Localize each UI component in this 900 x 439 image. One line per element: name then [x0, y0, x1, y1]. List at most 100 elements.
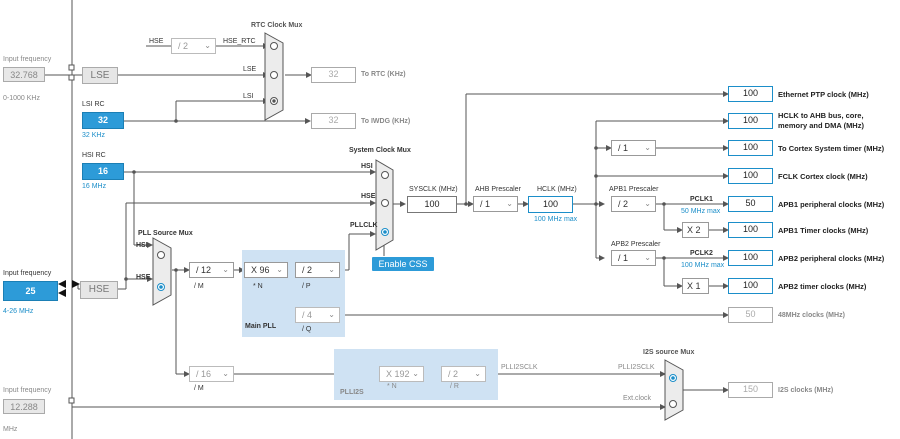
hclk-ahb-label-line2: memory and DMA (MHz)	[778, 121, 864, 130]
lse-frequency-input[interactable]: 32.768	[3, 67, 45, 82]
pll-p-divider[interactable]: / 2 ⌄	[295, 262, 340, 278]
chevron-down-icon: ⌄	[328, 310, 335, 319]
rtc-output-label: To RTC (KHz)	[361, 71, 406, 78]
ext-clock-input[interactable]: 12.288	[3, 399, 45, 414]
hclk-ahb-value[interactable]: 100	[728, 113, 773, 129]
apb2-timer-value[interactable]: 100	[728, 278, 773, 294]
pll-source-mux-title: PLL Source Mux	[138, 230, 193, 237]
apb1-peripheral-value[interactable]: 50	[728, 196, 773, 212]
ethernet-ptp-clock-value[interactable]: 100	[728, 86, 773, 102]
hclk-value-input[interactable]: 100	[528, 196, 573, 213]
lsi-unit: 32 KHz	[82, 132, 105, 139]
pll-n-multiplier[interactable]: X 96 ⌄	[244, 262, 288, 278]
plli2s-n-multiplier[interactable]: X 192⌄	[379, 366, 424, 382]
pll-m-divider[interactable]: / 12 ⌄	[189, 262, 234, 278]
hclk-ahb-label: HCLK to AHB bus, core,	[778, 111, 864, 120]
apb1-timer-label: APB1 Timer clocks (MHz)	[778, 226, 869, 235]
i2s-output-value: 150	[728, 382, 773, 398]
sysmux-hse-label: HSE	[361, 193, 376, 200]
chevron-down-icon: ⌄	[644, 199, 651, 208]
chevron-down-icon: ⌄	[276, 265, 283, 274]
pll-n-value: X 96	[251, 265, 270, 275]
chevron-down-icon: ⌄	[474, 369, 481, 378]
rtc-hse-label: HSE	[149, 38, 164, 45]
chevron-down-icon: ⌄	[328, 265, 335, 274]
apb2-peripheral-label: APB2 peripheral clocks (MHz)	[778, 254, 885, 263]
rtc-hse-divider[interactable]: / 2⌄	[171, 38, 216, 54]
pllsrc-hsi-label: HSI	[136, 242, 148, 249]
lse-source: LSE	[82, 67, 118, 84]
i2s-source-mux-title: I2S source Mux	[643, 349, 695, 356]
main-pll-title: Main PLL	[245, 323, 277, 330]
rtc-output-value: 32	[311, 67, 356, 83]
plli2s-m-value: / 16	[196, 369, 212, 379]
chevron-down-icon: ⌄	[412, 369, 419, 378]
pll-p-label: / P	[302, 283, 311, 290]
chevron-down-icon: ⌄	[222, 369, 229, 378]
apb2-prescaler-label: APB2 Prescaler	[611, 241, 661, 248]
sysclk-value: 100	[407, 196, 457, 213]
apb1-prescaler-value: / 2	[618, 199, 629, 209]
apb2-peripheral-value[interactable]: 100	[728, 250, 773, 266]
pll-p-value: / 2	[302, 265, 313, 275]
hclk-label: HCLK (MHz)	[537, 186, 577, 193]
pclk1-max-label: 50 MHz max	[681, 208, 721, 215]
cortex-timer-divider-value: / 1	[618, 143, 629, 153]
ahb-prescaler-value: / 1	[480, 199, 491, 209]
lsi-rc-label: LSI RC	[82, 101, 105, 108]
pll-m-label: / M	[194, 283, 204, 290]
chevron-down-icon: ⌄	[644, 143, 651, 152]
apb2-timer-multiplier-value: X 1	[687, 281, 701, 291]
cortex-system-timer-value[interactable]: 100	[728, 140, 773, 156]
ahb-prescaler-label: AHB Prescaler	[475, 186, 521, 193]
iwdg-output-label: To IWDG (KHz)	[361, 118, 411, 125]
apb1-prescaler-label: APB1 Prescaler	[609, 186, 659, 193]
ethernet-ptp-clock-label: Ethernet PTP clock (MHz)	[778, 90, 869, 99]
i2s-ext-clock-label: Ext.clock	[623, 395, 652, 402]
hse-frequency-input[interactable]: 25	[3, 281, 58, 301]
pll-q-label: / Q	[302, 326, 312, 333]
fclk-cortex-value[interactable]: 100	[728, 168, 773, 184]
usb-48mhz-value: 50	[728, 307, 773, 323]
rtc-lsi-label: LSI	[243, 93, 254, 100]
pll-q-value: / 4	[302, 310, 313, 320]
cortex-timer-divider[interactable]: / 1 ⌄	[611, 140, 656, 156]
hsi-rc-label: HSI RC	[82, 152, 106, 159]
pll-q-divider[interactable]: / 4 ⌄	[295, 307, 340, 323]
pll-m-value: / 12	[196, 265, 212, 275]
apb2-prescaler-select[interactable]: / 1⌄	[611, 250, 656, 266]
apb2-timer-multiplier: X 1	[682, 278, 709, 294]
plli2s-title: PLLI2S	[340, 389, 364, 396]
plli2s-r-value: / 2	[448, 369, 459, 379]
rtc-hse-divider-value: / 2	[178, 41, 189, 51]
apb2-prescaler-value: / 1	[618, 253, 629, 263]
hse-range-label: 4-26 MHz	[3, 308, 34, 315]
plli2s-r-label: / R	[450, 383, 459, 390]
rtc-hse-rtc-label: HSE_RTC	[223, 38, 256, 45]
lse-input-label: Input frequency	[3, 56, 52, 63]
hse-input-label: Input frequency	[3, 270, 52, 277]
ahb-prescaler-select[interactable]: / 1⌄	[473, 196, 518, 212]
apb1-timer-value[interactable]: 100	[728, 222, 773, 238]
chevron-down-icon: ⌄	[222, 265, 229, 274]
hclk-max-label: 100 MHz max	[534, 216, 578, 223]
lsi-rc-value: 32	[82, 112, 124, 129]
enable-css-button[interactable]: Enable CSS	[372, 257, 434, 271]
pclk2-max-label: 100 MHz max	[681, 262, 725, 269]
apb1-prescaler-select[interactable]: / 2 ⌄	[611, 196, 656, 212]
sysclk-label: SYSCLK (MHz)	[409, 186, 458, 193]
pllsrc-hse-label: HSE	[136, 274, 151, 281]
apb1-timer-multiplier-value: X 2	[687, 225, 701, 235]
sysmux-hsi-label: HSI	[361, 163, 373, 170]
usb-48mhz-label: 48MHz clocks (MHz)	[778, 312, 845, 319]
iwdg-output-value: 32	[311, 113, 356, 129]
rtc-lse-label: LSE	[243, 66, 257, 73]
fclk-cortex-label: FCLK Cortex clock (MHz)	[778, 172, 868, 181]
plli2s-m-divider[interactable]: / 16 ⌄	[189, 366, 234, 382]
plli2s-r-divider[interactable]: / 2 ⌄	[441, 366, 486, 382]
i2s-output-label: I2S clocks (MHz)	[778, 387, 834, 394]
plli2s-m-label: / M	[194, 385, 204, 392]
cortex-system-timer-label: To Cortex System timer (MHz)	[778, 144, 885, 153]
rtc-mux-title: RTC Clock Mux	[251, 22, 303, 29]
hsi-unit: 16 MHz	[82, 183, 107, 190]
